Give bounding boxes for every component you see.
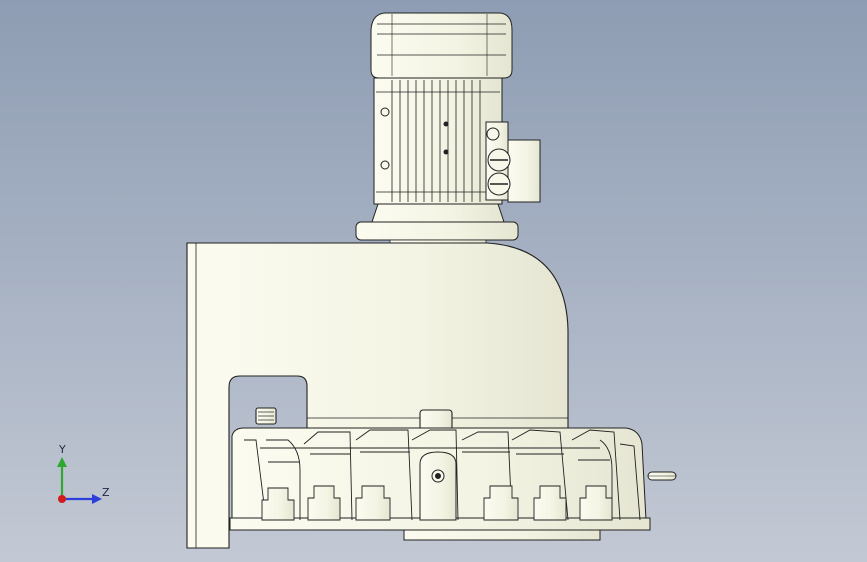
output-shaft-housing: [403, 529, 601, 541]
axis-triad: [57, 457, 102, 504]
motor-adapter-ring: [355, 221, 519, 241]
centre-boss: [419, 451, 457, 521]
motor-junction-box: [507, 139, 541, 203]
motor[interactable]: [355, 12, 541, 247]
gearbox-housing[interactable]: [229, 427, 677, 541]
z-axis-label: Z: [102, 486, 110, 499]
mounting-bracket[interactable]: [186, 242, 569, 549]
x-axis-dot: [58, 495, 66, 503]
y-axis-arrow: [57, 457, 67, 467]
motor-flange: [371, 203, 505, 223]
y-axis-label: Y: [59, 443, 66, 456]
z-axis-arrow: [92, 494, 102, 504]
motor-body: [373, 77, 503, 205]
housing-lug: [419, 409, 453, 431]
